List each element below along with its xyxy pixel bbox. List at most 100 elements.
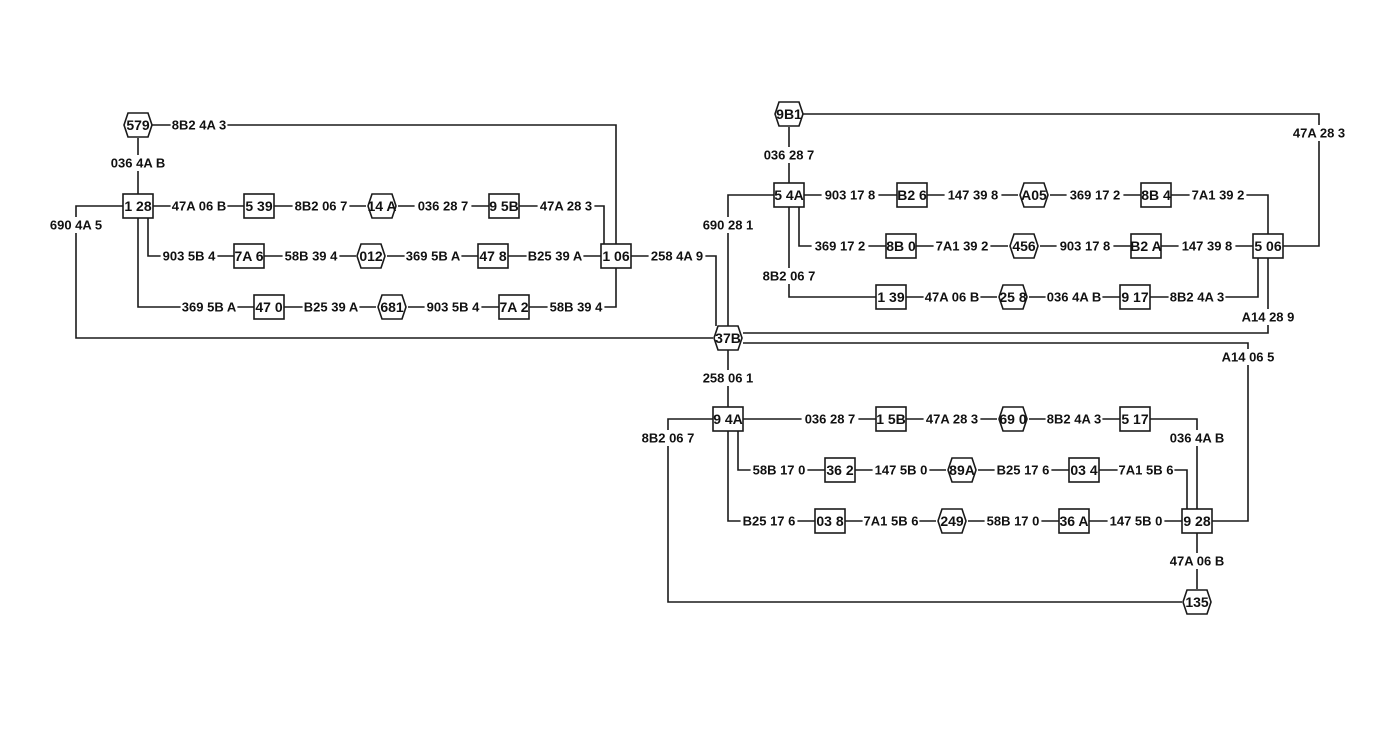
- edge-label: 690 4A 5: [47, 217, 105, 233]
- node-917[interactable]: 9 17: [1119, 284, 1151, 310]
- box-node-shape: [498, 294, 530, 320]
- node-362[interactable]: 36 2: [824, 457, 856, 483]
- edge-label: 8B2 4A 3: [170, 117, 228, 133]
- box-node-shape: [814, 508, 846, 534]
- node-249[interactable]: 249: [937, 508, 967, 534]
- node-579[interactable]: 579: [123, 112, 153, 138]
- node-label: 9 17: [1121, 289, 1148, 305]
- edge-label-text: 47A 06 B: [1170, 554, 1224, 569]
- node-517[interactable]: 5 17: [1119, 406, 1151, 432]
- node-539[interactable]: 5 39: [243, 193, 275, 219]
- edge-label-text: 690 28 1: [703, 218, 754, 233]
- node-label: 37B: [715, 330, 741, 346]
- edge-label-text: 147 5B 0: [875, 463, 928, 478]
- node-label: 7A 6: [234, 248, 263, 264]
- node-label: 681: [380, 299, 404, 315]
- edge-label-text: 036 4A B: [1170, 431, 1224, 446]
- node-128[interactable]: 1 28: [122, 193, 154, 219]
- node-label: 9 4A: [713, 411, 743, 427]
- node-135[interactable]: 135: [1182, 589, 1212, 615]
- edge-label-text: 58B 17 0: [987, 514, 1040, 529]
- edge-label: 036 4A B: [109, 155, 167, 171]
- node-label: 25 8: [999, 289, 1026, 305]
- node-690[interactable]: 69 0: [998, 406, 1028, 432]
- node-034[interactable]: 03 4: [1068, 457, 1100, 483]
- node-94a[interactable]: 9 4A: [712, 406, 744, 432]
- node-54a[interactable]: 5 4A: [773, 182, 805, 208]
- node-95b[interactable]: 9 5B: [488, 193, 520, 219]
- node-label: 5 17: [1121, 411, 1148, 427]
- edge-label: 036 28 7: [414, 198, 472, 214]
- node-8b4[interactable]: 8B 4: [1140, 182, 1172, 208]
- node-8b0[interactable]: 8B 0: [885, 233, 917, 259]
- node-012[interactable]: 012: [356, 243, 386, 269]
- node-456[interactable]: 456: [1009, 233, 1039, 259]
- edge-label-text: 903 17 8: [1060, 239, 1111, 254]
- edge-label: 58B 39 4: [282, 248, 340, 264]
- edge-label-text: 7A1 5B 6: [864, 514, 919, 529]
- hexagon-node-shape: [774, 101, 804, 127]
- edge-label: 58B 17 0: [984, 513, 1042, 529]
- node-label: 579: [126, 117, 150, 133]
- node-506[interactable]: 5 06: [1252, 233, 1284, 259]
- node-470[interactable]: 47 0: [253, 294, 285, 320]
- node-681[interactable]: 681: [377, 294, 407, 320]
- connector-line: [631, 255, 717, 326]
- edge-label-text: 8B2 06 7: [763, 269, 816, 284]
- node-7a6[interactable]: 7A 6: [233, 243, 265, 269]
- node-89a[interactable]: 89A: [947, 457, 977, 483]
- node-label: 36 A: [1059, 513, 1088, 529]
- node-14a[interactable]: 14 A: [367, 193, 397, 219]
- node-478[interactable]: 47 8: [477, 243, 509, 269]
- node-label: 03 8: [816, 513, 843, 529]
- edge-label-text: 7A1 39 2: [936, 239, 989, 254]
- connector-line: [75, 205, 713, 339]
- node-038[interactable]: 03 8: [814, 508, 846, 534]
- edge-label-text: 903 5B 4: [163, 249, 217, 264]
- node-a05[interactable]: A05: [1019, 182, 1049, 208]
- edge-label: 903 17 8: [1056, 238, 1114, 254]
- edge-label-text: 258 06 1: [703, 371, 754, 386]
- edge-label-text: 147 5B 0: [1110, 514, 1163, 529]
- node-7a2[interactable]: 7A 2: [498, 294, 530, 320]
- connector-line: [788, 207, 876, 298]
- node-37b[interactable]: 37B: [713, 325, 743, 351]
- edge-label: 7A1 5B 6: [862, 513, 920, 529]
- node-9b1[interactable]: 9B1: [774, 101, 804, 127]
- box-node-shape: [1068, 457, 1100, 483]
- edge-label-text: 369 17 2: [815, 239, 866, 254]
- edge-label: A14 06 5: [1219, 349, 1277, 365]
- node-258[interactable]: 25 8: [998, 284, 1028, 310]
- node-label: 36 2: [826, 462, 853, 478]
- connector-line: [667, 418, 1182, 603]
- edge-label-text: 8B2 4A 3: [1170, 290, 1224, 305]
- edge-label: 8B2 06 7: [292, 198, 350, 214]
- node-36a[interactable]: 36 A: [1058, 508, 1090, 534]
- edge-label: 8B2 4A 3: [1168, 289, 1226, 305]
- edge-label: 8B2 06 7: [760, 268, 818, 284]
- node-b26[interactable]: B2 6: [896, 182, 928, 208]
- connector-line: [743, 342, 1249, 522]
- connector-line: [150, 124, 617, 244]
- node-106[interactable]: 1 06: [600, 243, 632, 269]
- node-label: 456: [1012, 238, 1036, 254]
- edge-labels: 8B2 4A 3 036 4A B 47A 06 B 8B2 06 7 036 28 7…: [47, 117, 1348, 569]
- edge-label-text: A14 28 9: [1242, 310, 1295, 325]
- edge-label-text: 036 4A B: [111, 156, 165, 171]
- node-139[interactable]: 1 39: [875, 284, 907, 310]
- edge-label-text: 47A 06 B: [172, 199, 226, 214]
- edge-label: 7A1 39 2: [933, 238, 991, 254]
- edge-label-text: 7A1 39 2: [1192, 188, 1245, 203]
- edge-label-text: 258 4A 9: [651, 249, 703, 264]
- edge-label-text: 8B2 06 7: [642, 431, 695, 446]
- node-b2a[interactable]: B2 A: [1130, 233, 1162, 259]
- edge-label: 903 17 8: [821, 187, 879, 203]
- node-label: 69 0: [999, 411, 1026, 427]
- connector-line: [801, 113, 1320, 247]
- node-928[interactable]: 9 28: [1181, 508, 1213, 534]
- node-15b[interactable]: 1 5B: [875, 406, 907, 432]
- hexagon-node-shape: [1019, 182, 1049, 208]
- hexagon-node-shape: [998, 284, 1028, 310]
- edge-label-text: 690 4A 5: [50, 218, 102, 233]
